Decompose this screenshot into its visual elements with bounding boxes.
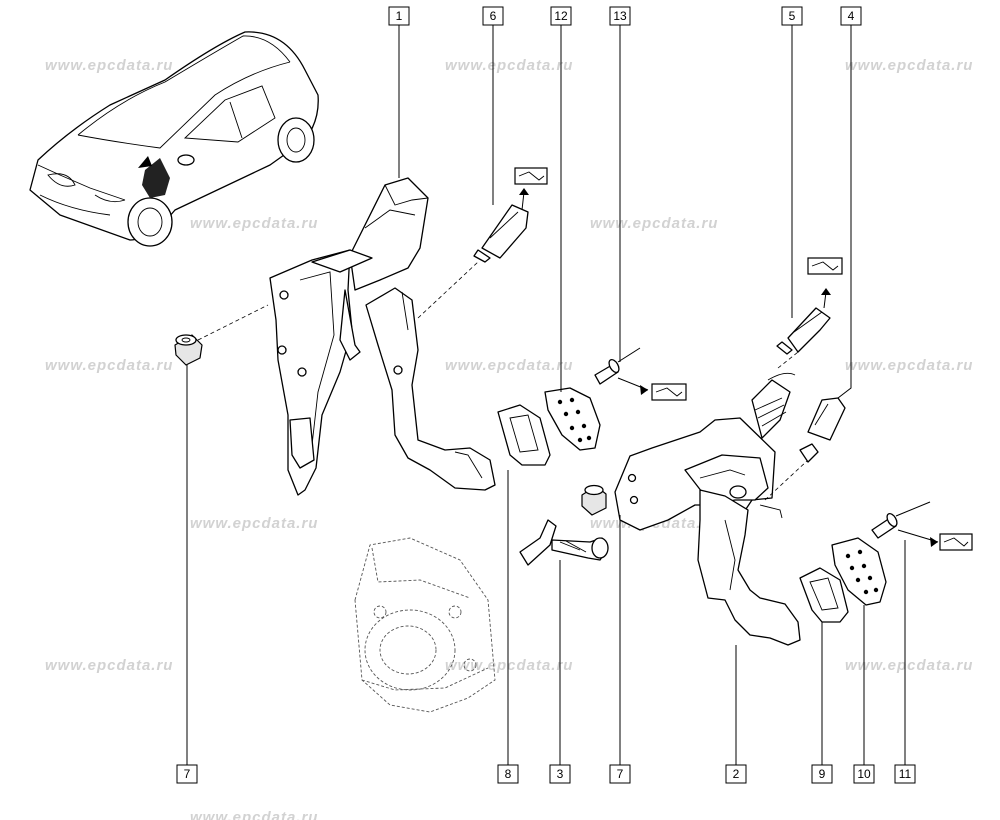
pedal-switch-6 bbox=[473, 167, 548, 263]
pedal-rubber-9 bbox=[799, 567, 849, 623]
svg-text:5: 5 bbox=[789, 9, 796, 23]
svg-text:9: 9 bbox=[819, 767, 826, 781]
bushing-left bbox=[174, 334, 203, 366]
clutch-pedal-assembly bbox=[197, 177, 496, 496]
callout-7-left: 7 bbox=[176, 764, 198, 784]
watermark: www.epcdata.ru bbox=[45, 357, 173, 374]
svg-text:8: 8 bbox=[505, 767, 512, 781]
watermark: www.epcdata.ru bbox=[45, 657, 173, 674]
watermark: www.epcdata.ru bbox=[845, 657, 973, 674]
watermark: www.epcdata.ru bbox=[190, 515, 318, 532]
pedal-switch-5 bbox=[776, 257, 843, 355]
car-location-icon bbox=[29, 31, 319, 247]
callout-9: 9 bbox=[811, 764, 833, 784]
callout-11: 11 bbox=[894, 764, 916, 784]
svg-text:6: 6 bbox=[490, 9, 497, 23]
bushing-right bbox=[581, 484, 607, 516]
pedal-switch-4 bbox=[799, 397, 846, 463]
callout-10: 10 bbox=[853, 764, 875, 784]
pedal-rubber-8 bbox=[497, 404, 551, 466]
brake-pedal-assembly bbox=[614, 351, 809, 646]
callout-7-right: 7 bbox=[609, 764, 631, 784]
svg-text:2: 2 bbox=[733, 767, 740, 781]
callout-1: 1 bbox=[388, 6, 410, 26]
watermark: www.epcdata.ru bbox=[845, 357, 973, 374]
watermark: www.epcdata.ru bbox=[45, 57, 173, 74]
watermark: www.epcdata.ru bbox=[445, 357, 573, 374]
callout-5: 5 bbox=[781, 6, 803, 26]
return-spring-3 bbox=[519, 519, 609, 566]
pedal-pad-10 bbox=[831, 537, 887, 606]
svg-text:12: 12 bbox=[554, 9, 568, 23]
svg-text:4: 4 bbox=[848, 9, 855, 23]
svg-text:3: 3 bbox=[557, 767, 564, 781]
svg-text:10: 10 bbox=[857, 767, 871, 781]
leader-lines bbox=[186, 25, 906, 765]
watermark: www.epcdata.ru bbox=[190, 215, 318, 232]
svg-text:7: 7 bbox=[617, 767, 624, 781]
callout-12: 12 bbox=[550, 6, 572, 26]
callout-4: 4 bbox=[840, 6, 862, 26]
callout-8: 8 bbox=[497, 764, 519, 784]
watermark: www.epcdata.ru bbox=[590, 215, 718, 232]
watermark: www.epcdata.ru bbox=[445, 57, 573, 74]
callout-6: 6 bbox=[482, 6, 504, 26]
callout-13: 13 bbox=[609, 6, 631, 26]
rivet-13 bbox=[594, 347, 687, 401]
watermark-layer: www.epcdata.ru www.epcdata.ru www.epcdat… bbox=[45, 57, 973, 820]
svg-text:13: 13 bbox=[613, 9, 627, 23]
callout-2: 2 bbox=[725, 764, 747, 784]
svg-text:7: 7 bbox=[184, 767, 191, 781]
svg-text:1: 1 bbox=[396, 9, 403, 23]
rivet-11 bbox=[871, 501, 973, 551]
watermark: www.epcdata.ru bbox=[445, 657, 573, 674]
svg-text:11: 11 bbox=[899, 767, 912, 781]
watermark: www.epcdata.ru bbox=[845, 57, 973, 74]
pedal-pad-12 bbox=[544, 387, 601, 451]
gearbox-bellhousing bbox=[354, 537, 496, 713]
callout-3: 3 bbox=[549, 764, 571, 784]
watermark: www.epcdata.ru bbox=[190, 809, 318, 820]
